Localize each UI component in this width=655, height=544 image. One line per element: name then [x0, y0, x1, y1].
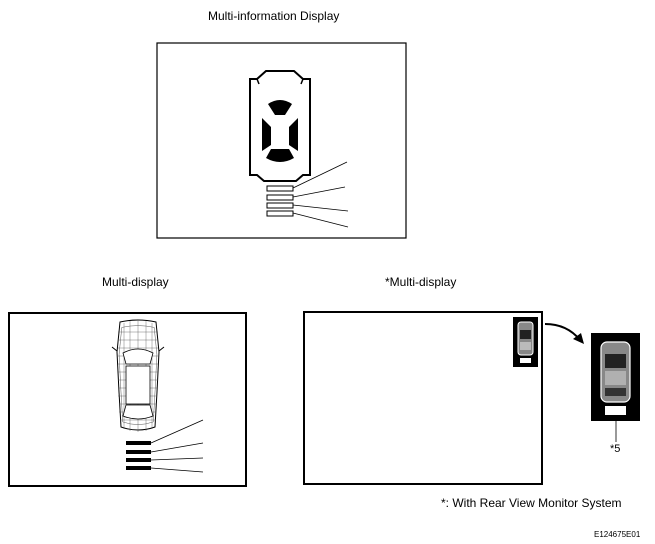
footnote: *: With Rear View Monitor System — [441, 496, 622, 510]
mid-bar-2 — [266, 194, 294, 201]
mid-bar-3 — [266, 202, 294, 209]
rv-multi-display-title: *Multi-display — [385, 275, 457, 289]
rv-small-icon — [513, 317, 538, 367]
md-car-icon — [111, 319, 165, 432]
md-sensor-bars — [126, 441, 151, 470]
rv-enlarged-icon — [591, 333, 640, 421]
mid-sensor-bars — [266, 185, 294, 217]
md-bar-3 — [126, 458, 151, 462]
figure-code: E124675E01 — [594, 530, 641, 539]
md-bar-1 — [126, 441, 151, 445]
md-leader-lines — [150, 419, 204, 473]
multi-display-title: Multi-display — [102, 275, 169, 289]
mid-leader-lines — [292, 161, 349, 228]
mid-title: Multi-information Display — [208, 9, 340, 23]
md-bar-2 — [126, 450, 151, 454]
rv-arrow — [544, 323, 584, 344]
mid-car-icon — [249, 70, 311, 182]
md-bar-4 — [126, 466, 151, 470]
rv-screen-frame — [303, 311, 543, 485]
mid-bar-1 — [266, 185, 294, 192]
mid-bar-4 — [266, 210, 294, 217]
rv-callout-5: *5 — [610, 443, 621, 455]
